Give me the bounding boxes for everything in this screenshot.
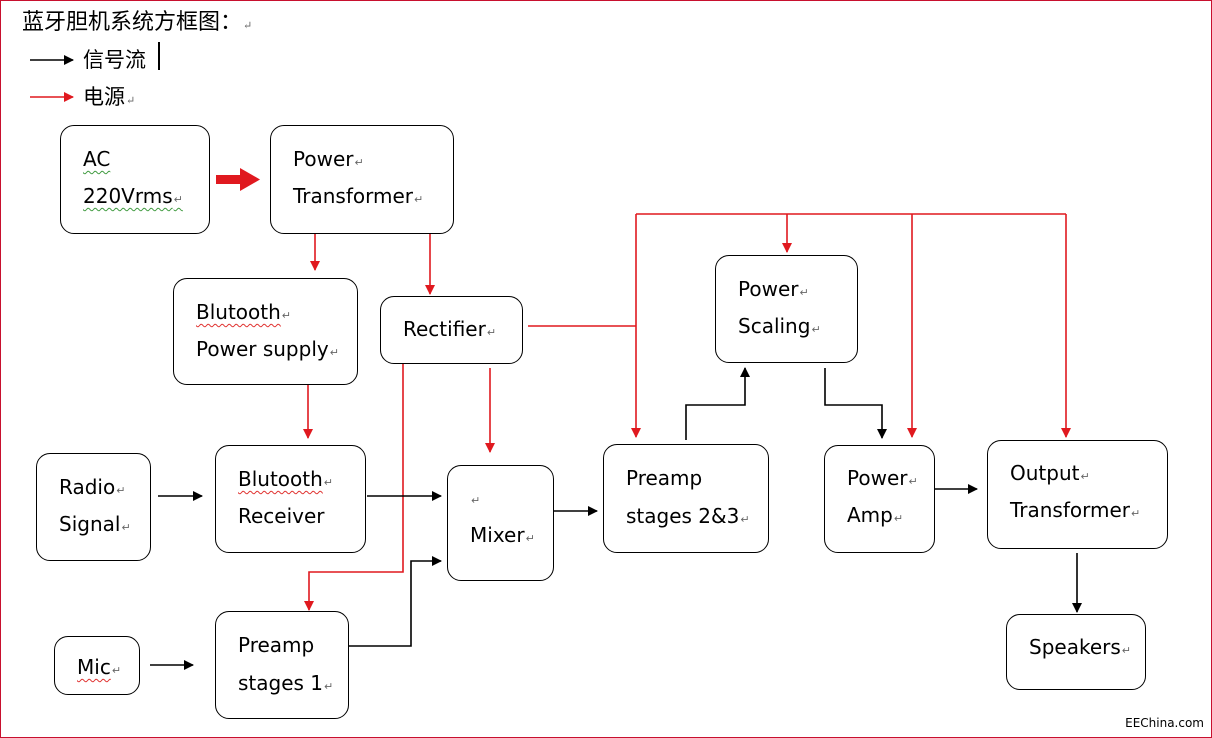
power-amp-block: Power↵ Amp↵ xyxy=(824,445,935,553)
diagram-title: 蓝牙胆机系统方框图：↵ xyxy=(22,10,253,35)
bluetooth-receiver-block: Blutooth↵ Receiver xyxy=(215,445,366,553)
legend-power-label: 电源↵ xyxy=(83,85,136,109)
mic-block: Mic↵ xyxy=(54,636,140,695)
radio-signal-block: Radio↵ Signal↵ xyxy=(36,453,151,561)
rectifier-to-preamp1-wire xyxy=(304,363,404,611)
source-credit: EEChina.com xyxy=(1125,716,1204,730)
ac-to-transformer-arrow xyxy=(216,168,260,191)
speakers-block: Speakers↵ xyxy=(1006,614,1146,690)
rectifier-block: Rectifier↵ xyxy=(380,296,523,364)
bluetooth-power-supply-block: Blutooth↵ Power supply↵ xyxy=(173,278,358,385)
legend-signal-flow-label: 信号流 xyxy=(83,48,146,72)
power-scaling-to-power-amp-wire xyxy=(824,368,887,439)
ac-source-block: AC 220Vrms↵ xyxy=(60,125,210,234)
output-transformer-block: Output↵ Transformer↵ xyxy=(987,440,1168,549)
preamp-stages-2-3-block: Preamp stages 2&3↵ xyxy=(603,444,769,553)
preamp23-to-power-scaling-wire xyxy=(685,367,750,440)
power-transformer-block: Power↵ Transformer↵ xyxy=(270,125,454,234)
text-cursor xyxy=(158,42,160,70)
mixer-block: ↵ Mixer↵ xyxy=(447,465,554,581)
power-scaling-block: Power↵ Scaling↵ xyxy=(715,255,858,363)
preamp-stages-1-block: Preamp stages 1↵ xyxy=(215,611,349,719)
preamp1-to-mixer-wire xyxy=(349,556,442,647)
